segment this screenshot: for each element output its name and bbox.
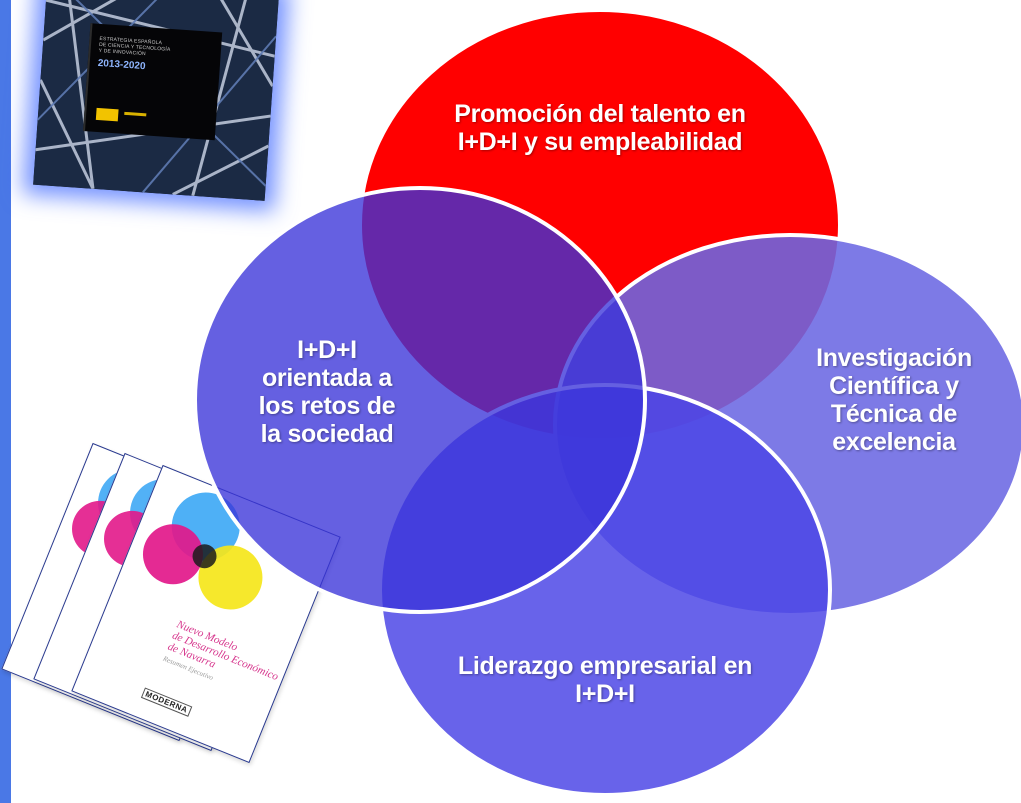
label-society-line-1: I+D+I <box>297 336 357 364</box>
circle-society <box>193 186 647 614</box>
label-talent-line-2: I+D+I y su empleabilidad <box>457 128 743 156</box>
label-research-line-1: Investigación <box>816 344 972 372</box>
booklet-front: Nuevo Modelo de Desarrollo Económico de … <box>71 464 341 764</box>
label-research-line-4: excelencia <box>832 428 956 456</box>
label-talent-line-1: Promoción del talento en <box>454 100 746 128</box>
left-edge-bar <box>0 0 11 803</box>
label-society-line-2: orientada a <box>261 364 393 392</box>
booklet-stack: Nuevo Modelo de Desarrollo Económico de … <box>0 440 360 803</box>
label-leadership-line-1: Liderazgo empresarial en <box>457 652 753 680</box>
label-leadership-line-2: I+D+I <box>575 680 635 708</box>
label-research-line-2: Científica y <box>829 372 959 400</box>
label-society: I+D+I orientada a los retos de la socied… <box>222 336 432 448</box>
label-society-line-4: la sociedad <box>260 420 394 448</box>
label-talent: Promoción del talento en I+D+I y su empl… <box>400 100 800 156</box>
label-society-line-3: los retos de <box>258 392 396 420</box>
label-leadership: Liderazgo empresarial en I+D+I <box>405 652 805 708</box>
label-research-line-3: Técnica de <box>830 400 958 428</box>
label-research: Investigación Científica y Técnica de ex… <box>784 344 1004 456</box>
booklet-front-circles-icon <box>142 492 263 610</box>
strategy-cover-image: ESTRATEGIA ESPAÑOLA DE CIENCIA Y TECNOLO… <box>33 0 279 201</box>
